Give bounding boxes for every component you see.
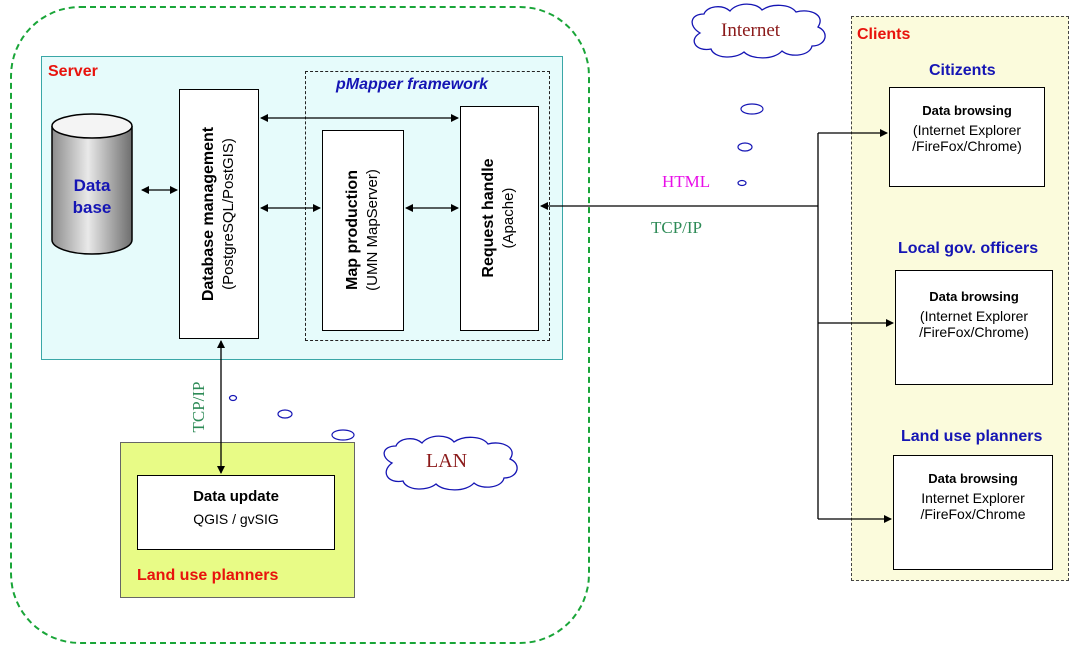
server-title: Server [48,63,98,80]
database-label-line2: base [72,198,112,217]
bubble-icon [737,179,747,187]
database-management-box [179,89,259,339]
database-label-line1: Data [73,176,111,195]
client-box-line1: (Internet Explorer [919,308,1029,324]
tcpip-internet-label: TCP/IP [651,218,703,237]
client-box-citizents: Data browsing (Internet Explorer /FireFo… [889,87,1045,187]
client-box-land-use: Data browsing Internet Explorer /FireFox… [893,455,1053,570]
client-box-local-gov: Data browsing (Internet Explorer /FireFo… [895,270,1053,385]
bubble-icon [228,394,238,402]
bubble-icon [331,429,355,441]
lan-group-title: Land use planners [137,567,279,584]
pmapper-title: pMapper framework [336,76,489,93]
bubble-icon [740,103,764,115]
client-box-title: Data browsing [929,289,1019,304]
lan-cloud-label: LAN [426,450,468,472]
client-box-title: Data browsing [928,471,1018,486]
data-update-box: Data update QGIS / gvSIG [137,475,335,550]
internet-cloud-label: Internet [721,20,781,41]
data-update-title: Data update [193,488,279,505]
local-network-boundary [10,6,590,644]
map-production-box [322,130,404,331]
client-box-title: Data browsing [922,103,1012,118]
database-cylinder-icon [51,113,133,255]
client-group-name-citizents: Citizents [929,62,996,79]
tcpip-lan-label: TCP/IP [189,381,208,433]
internet-cloud-icon [691,3,826,59]
clients-title: Clients [857,26,911,43]
client-box-line1: Internet Explorer [921,490,1025,506]
bubble-icon [737,142,753,152]
data-update-sub: QGIS / gvSIG [193,511,279,527]
client-group-name-local-gov: Local gov. officers [898,240,1039,257]
request-handle-box [460,106,539,331]
html-label: HTML [662,172,711,191]
client-group-name-land-use: Land use planners [901,428,1043,445]
client-box-line2: /FireFox/Chrome) [919,324,1029,340]
bubble-icon [277,409,293,419]
database-label: Data base [58,175,126,219]
client-box-line1: (Internet Explorer [912,122,1022,138]
client-box-line2: /FireFox/Chrome [920,506,1026,522]
lan-cloud-icon [383,435,518,491]
client-box-line2: /FireFox/Chrome) [912,138,1022,154]
